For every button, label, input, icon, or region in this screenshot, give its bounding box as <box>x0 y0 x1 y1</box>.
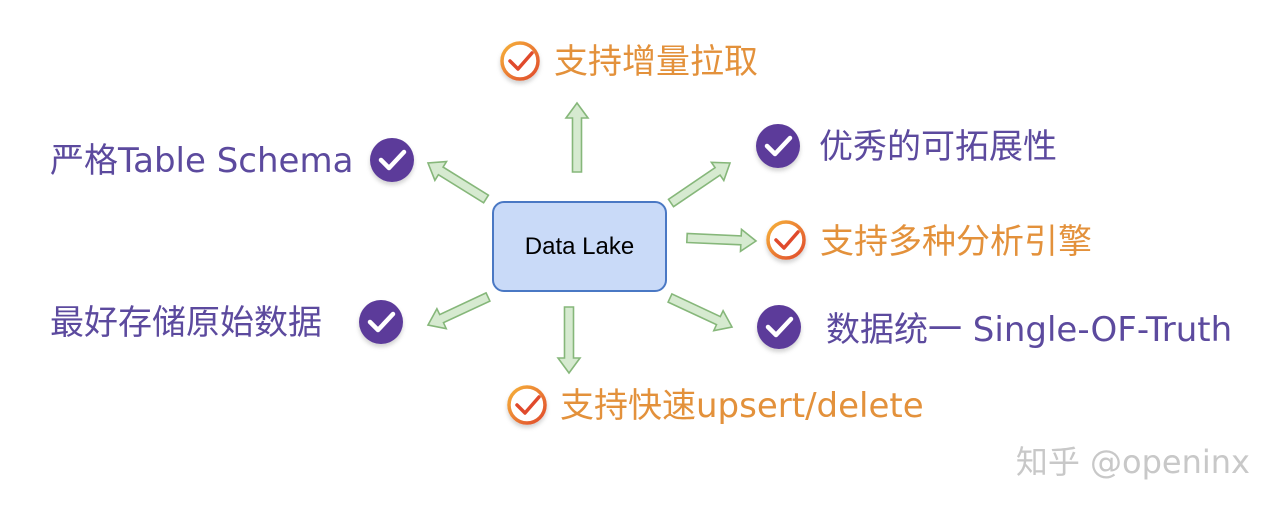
check-badge-icon <box>370 138 414 182</box>
check-circle-icon <box>766 220 806 260</box>
check-circle-icon <box>507 385 547 425</box>
arrow <box>426 291 491 330</box>
check-badge-icon <box>757 305 801 349</box>
label-strict-table-schema: 严格Table Schema <box>50 141 354 181</box>
arrow <box>667 161 732 208</box>
check-circle-icon <box>500 41 540 81</box>
arrow <box>556 306 582 375</box>
arrows-group <box>426 101 758 375</box>
check-badge-icon <box>359 300 403 344</box>
arrow <box>685 227 758 253</box>
watermark: 知乎 @openinx <box>1015 443 1250 481</box>
label-upsert-delete: 支持快速upsert/delete <box>560 386 924 426</box>
data-lake-box: Data Lake <box>492 201 667 292</box>
data-lake-label: Data Lake <box>524 232 635 260</box>
label-extensibility: 优秀的可拓展性 <box>819 127 1057 167</box>
label-incremental-pull: 支持增量拉取 <box>554 42 758 82</box>
arrow <box>426 160 490 204</box>
label-single-of-truth: 数据统一 Single-OF-Truth <box>826 310 1233 350</box>
arrow <box>667 292 734 332</box>
check-badge-icon <box>756 124 800 168</box>
arrow <box>564 101 590 173</box>
label-raw-storage: 最好存储原始数据 <box>50 303 322 343</box>
label-multi-engine: 支持多种分析引擎 <box>820 222 1092 262</box>
